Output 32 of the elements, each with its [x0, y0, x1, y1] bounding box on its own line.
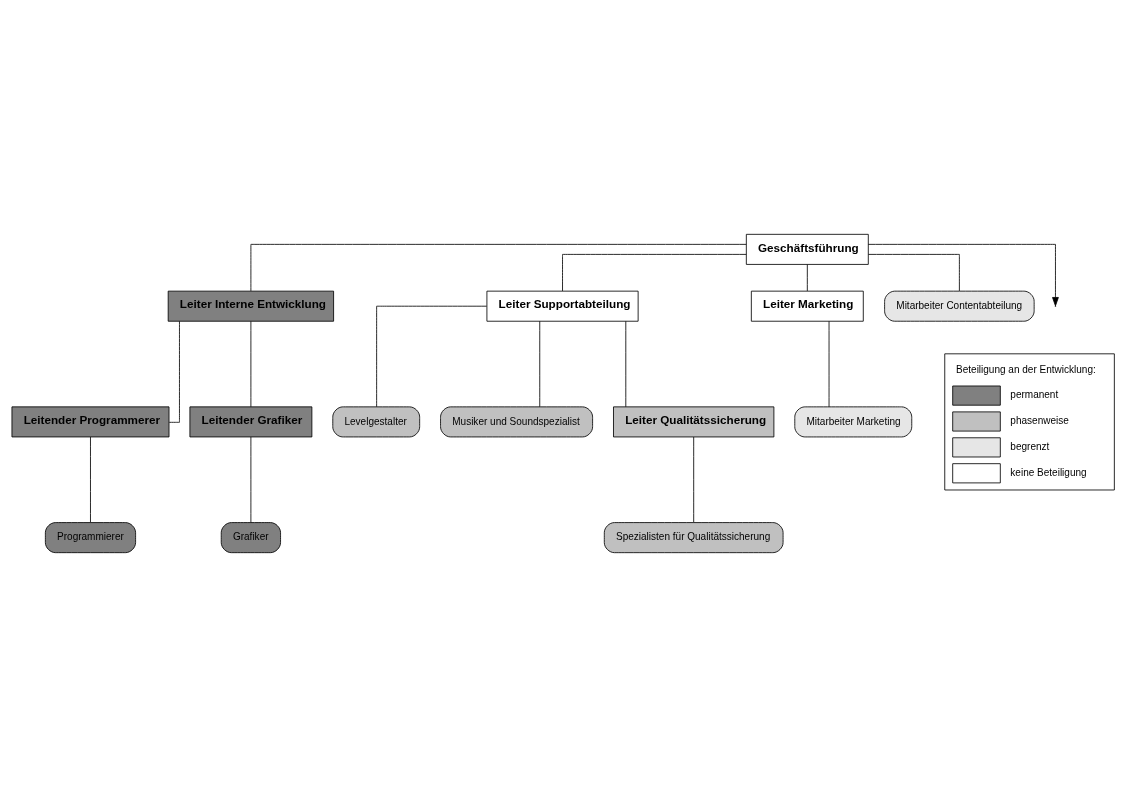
node-box: Leiter Qualitätssicherung	[613, 406, 775, 438]
connector	[250, 320, 252, 408]
node-box: Geschäftsführung	[745, 233, 869, 265]
connector	[90, 436, 91, 523]
node-box: Spezialisten für Qualitätssicherung	[603, 522, 784, 554]
legend-label: begrenzt	[1010, 440, 1050, 452]
node-box: Mitarbeiter Contentabteilung	[884, 290, 1035, 322]
connector	[250, 436, 252, 523]
label: Beteiligung an der Entwicklung:	[956, 364, 1096, 376]
legend-label: keine Beteiligung	[1010, 466, 1087, 478]
node-box: Levelgestalter	[332, 406, 421, 438]
node-box: Leiter Marketing	[750, 290, 864, 322]
connector	[806, 264, 808, 292]
connector	[693, 436, 695, 523]
connector	[828, 320, 830, 408]
connector	[625, 320, 627, 408]
connector	[168, 320, 180, 423]
node-box: Grafiker	[220, 522, 281, 554]
legend-label: phasenweise	[1010, 415, 1069, 427]
node-box: Leitender Programmerer	[11, 406, 170, 438]
node-box: Leiter Interne Entwicklung	[167, 290, 335, 322]
node-box: Leitender Grafiker	[189, 406, 313, 438]
node-box: Musiker und Soundspezialist	[440, 406, 593, 438]
connector	[376, 305, 488, 408]
node-box: Programmierer	[44, 522, 136, 554]
connector	[868, 253, 960, 292]
connector	[539, 320, 541, 408]
node-box: Leiter Supportabteilung	[486, 290, 639, 322]
connector	[250, 243, 747, 292]
connector	[562, 253, 747, 292]
legend-label: permanent	[1010, 389, 1059, 401]
node-box: Mitarbeiter Marketing	[794, 406, 913, 438]
